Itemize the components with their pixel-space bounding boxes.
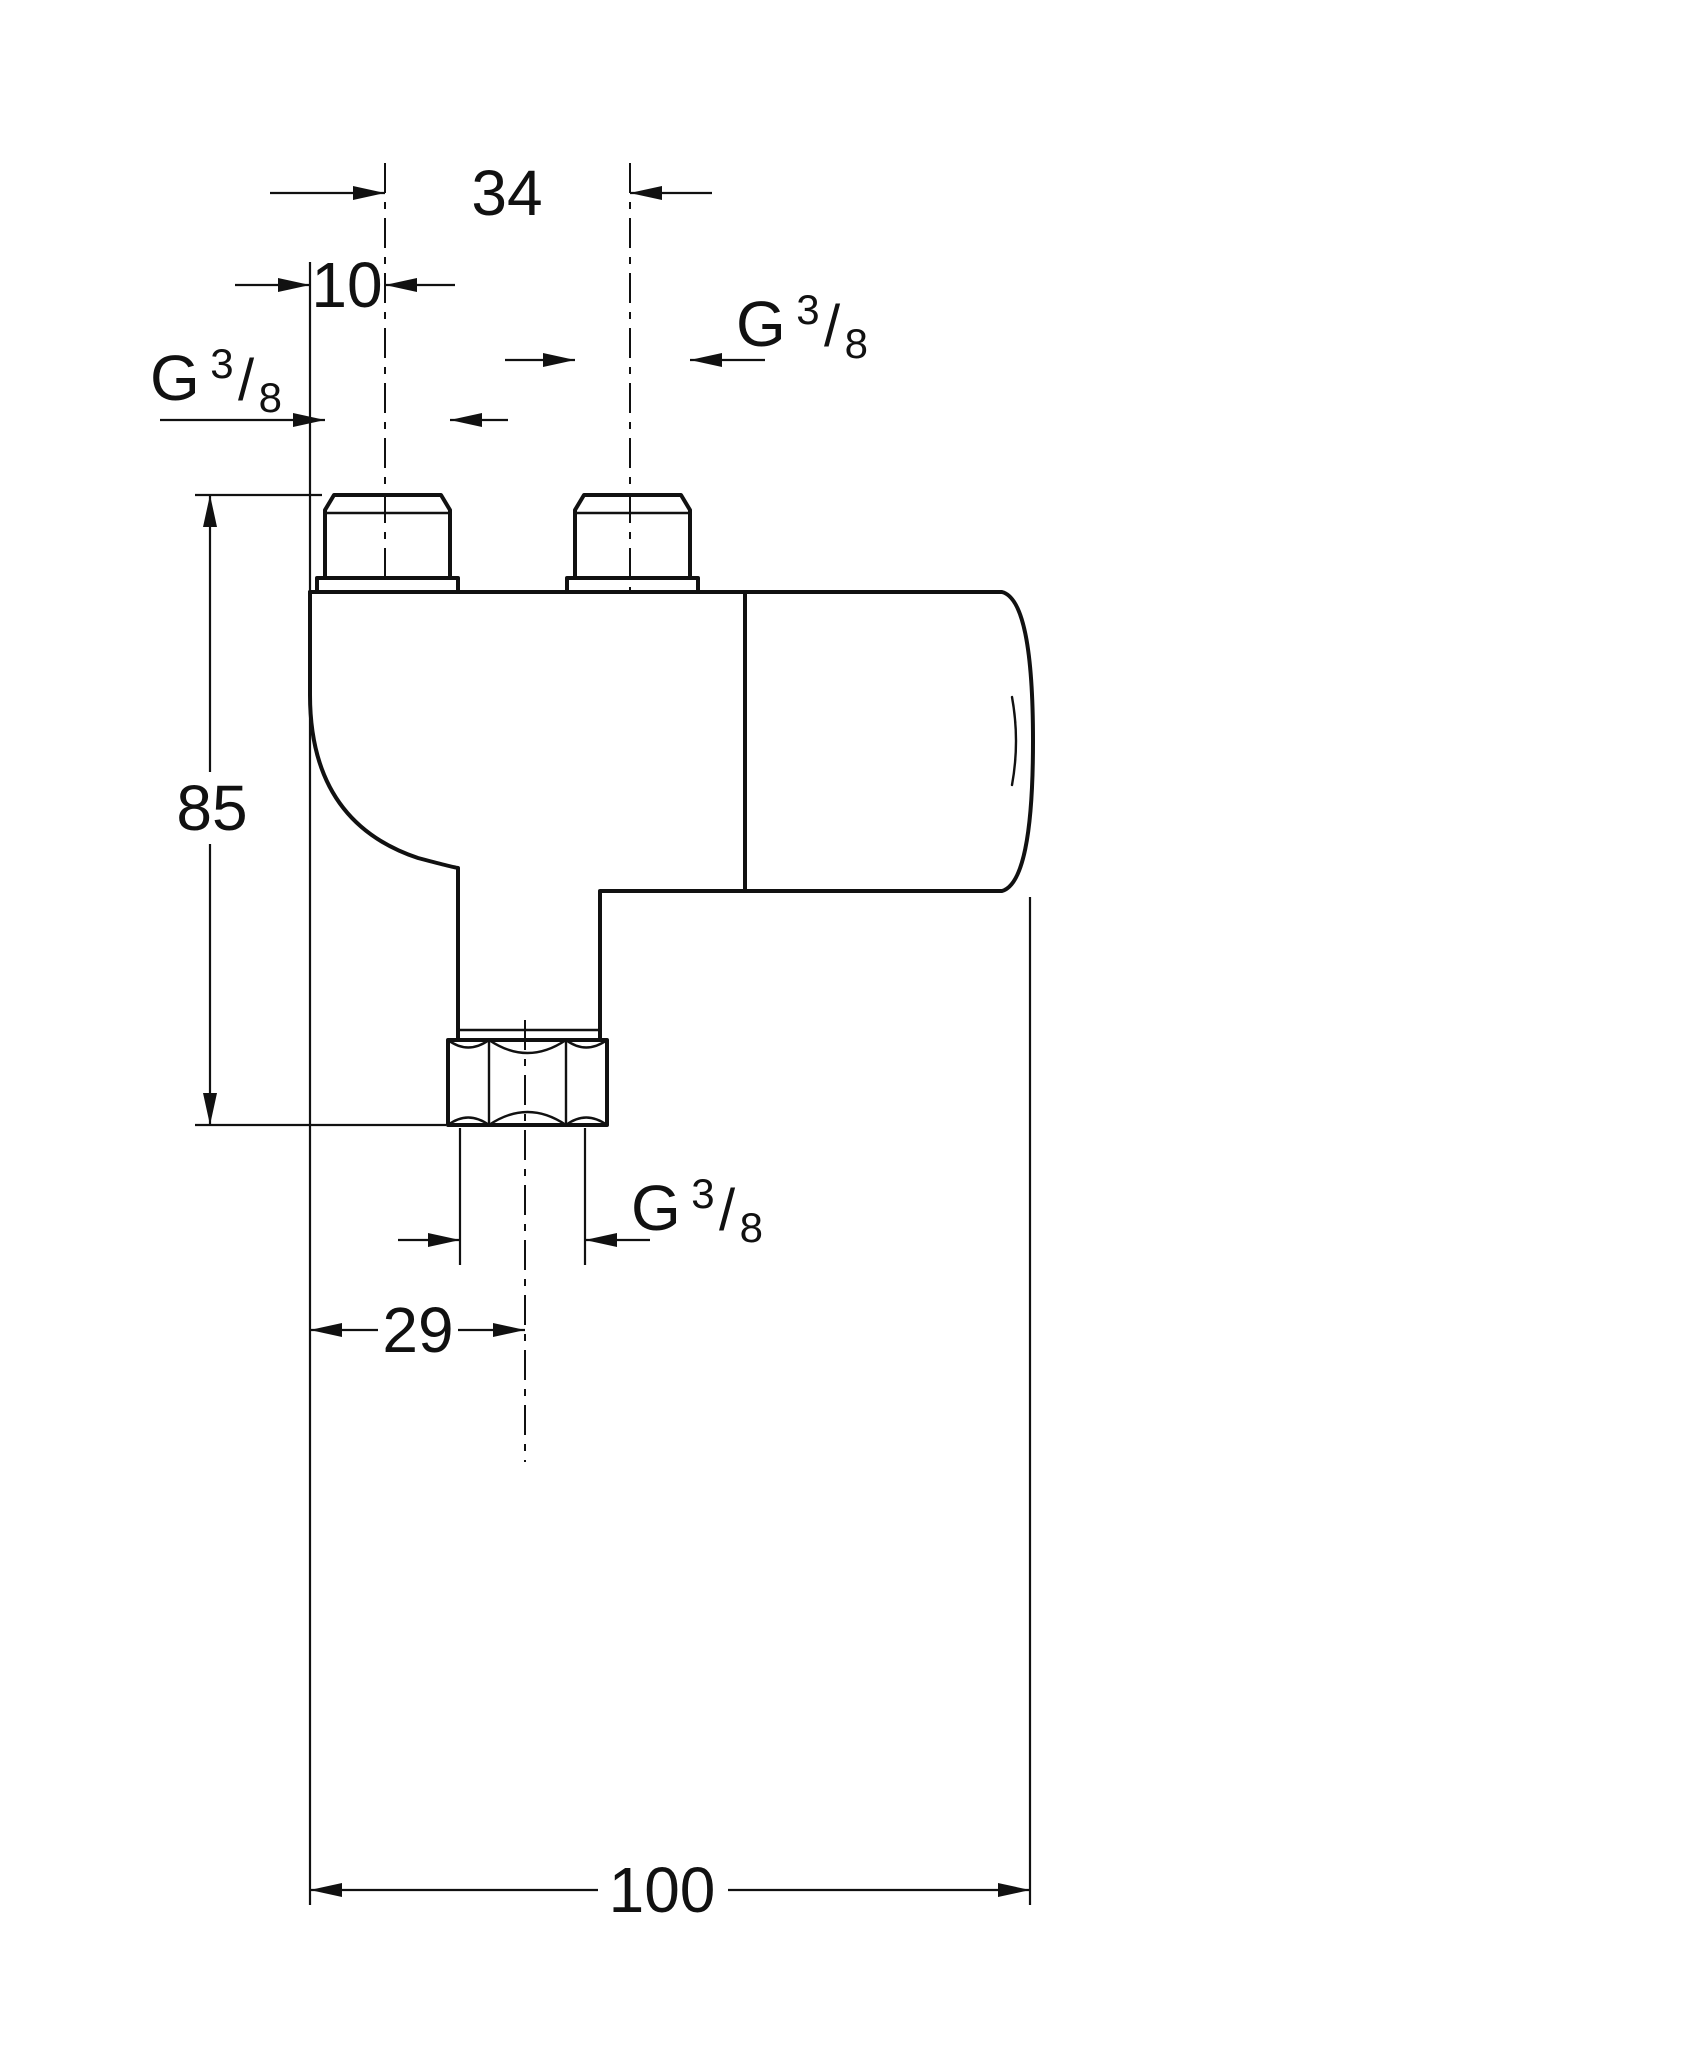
thread-numerator: 3 (796, 286, 819, 333)
thread-label-right-inlet: G 3 / 8 (736, 286, 868, 367)
arrow-10-right (385, 278, 417, 292)
thread-slash: / (238, 348, 255, 413)
dim-label-100: 100 (609, 1854, 716, 1926)
thread-denominator: 8 (740, 1204, 763, 1251)
thermostat-cartridge (743, 590, 1035, 893)
extension-lines (195, 262, 1032, 1905)
arrowheads (203, 186, 1030, 1897)
arrow-100-left (310, 1883, 342, 1897)
thread-label-bottom-outlet: G 3 / 8 (631, 1170, 763, 1251)
arrow-g38tl-right (450, 413, 482, 427)
cartridge-cap-arc (1010, 695, 1018, 787)
arrow-85-bottom (203, 1093, 217, 1125)
arrow-10-left (278, 278, 310, 292)
arrow-g38b-right (585, 1233, 617, 1247)
thread-denominator: 8 (845, 320, 868, 367)
left-inlet-stub (323, 493, 452, 580)
thread-g: G (736, 288, 786, 360)
left-inlet-flange (315, 576, 460, 594)
arrow-34-left (353, 186, 385, 200)
arrow-29-right (493, 1323, 525, 1337)
arrow-34-right (630, 186, 662, 200)
arrow-85-top (203, 495, 217, 527)
body-left-profile (308, 590, 460, 1042)
thread-denominator: 8 (259, 374, 282, 421)
thread-label-left-inlet: G 3 / 8 (150, 340, 282, 421)
dim-label-34: 34 (471, 157, 542, 229)
right-inlet-flange (565, 576, 700, 594)
arrow-29-left (310, 1323, 342, 1337)
arrow-g38b-left (428, 1233, 460, 1247)
dim-label-29: 29 (382, 1294, 453, 1366)
arrow-g38tr-left (543, 353, 575, 367)
right-inlet-stub (573, 493, 692, 580)
body-underside (598, 889, 747, 1042)
thread-slash: / (719, 1178, 736, 1243)
arrow-g38tl-left (293, 413, 325, 427)
dim-label-10: 10 (311, 249, 382, 321)
valve-body (308, 493, 1035, 1127)
thread-numerator: 3 (691, 1170, 714, 1217)
thread-g: G (631, 1172, 681, 1244)
thread-numerator: 3 (210, 340, 233, 387)
dimension-labels: 34 10 85 29 100 G 3 / 8 G 3 / 8 G 3 / 8 (150, 157, 868, 1926)
arrow-g38tr-right (690, 353, 722, 367)
centerlines (384, 163, 631, 1462)
dim-label-85: 85 (176, 772, 247, 844)
arrow-100-right (998, 1883, 1030, 1897)
hex-nut-chamfer-arcs (446, 1038, 609, 1127)
thread-g: G (150, 342, 200, 414)
thread-slash: / (824, 294, 841, 359)
